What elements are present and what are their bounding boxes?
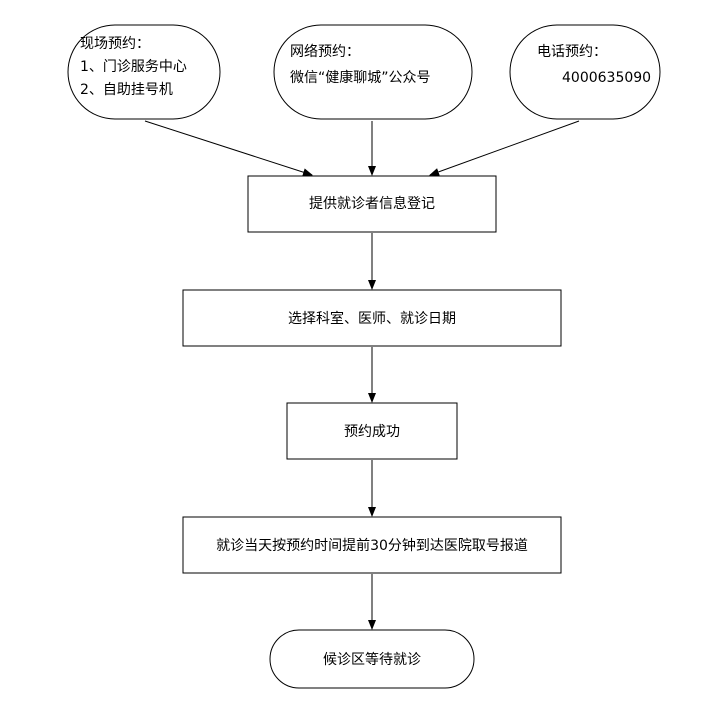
arrow-onsite-to-registration	[144, 120, 313, 177]
arrow-phone-to-registration	[429, 120, 580, 176]
onsite-line-1: 1、门诊服务中心	[80, 59, 187, 75]
waiting-area-label: 候诊区等待就诊	[323, 651, 421, 668]
phone-title: 电话预约：	[537, 44, 607, 60]
arrival-step-label: 就诊当天按预约时间提前30分钟到达医院取号报道	[216, 537, 528, 554]
onsite-title: 现场预约：	[80, 36, 150, 52]
online-appointment-node: 网络预约： 微信“健康聊城”公众号	[273, 24, 473, 120]
success-step-box: 预约成功	[286, 402, 458, 460]
selection-step-box: 选择科室、医师、就诊日期	[182, 289, 562, 347]
online-line-1: 微信“健康聊城”公众号	[290, 69, 431, 86]
online-title: 网络预约：	[290, 44, 360, 60]
phone-appointment-node: 电话预约： 4000635090	[509, 24, 661, 120]
phone-number: 4000635090	[562, 70, 651, 86]
registration-step-label: 提供就诊者信息登记	[309, 195, 435, 212]
arrival-step-box: 就诊当天按预约时间提前30分钟到达医院取号报道	[182, 516, 562, 574]
waiting-area-node: 候诊区等待就诊	[269, 629, 475, 689]
success-step-label: 预约成功	[344, 424, 400, 440]
selection-step-label: 选择科室、医师、就诊日期	[288, 310, 456, 327]
registration-step-box: 提供就诊者信息登记	[247, 175, 497, 233]
onsite-line-2: 2、自助挂号机	[80, 82, 173, 98]
onsite-appointment-node: 现场预约： 1、门诊服务中心 2、自助挂号机	[67, 24, 221, 120]
